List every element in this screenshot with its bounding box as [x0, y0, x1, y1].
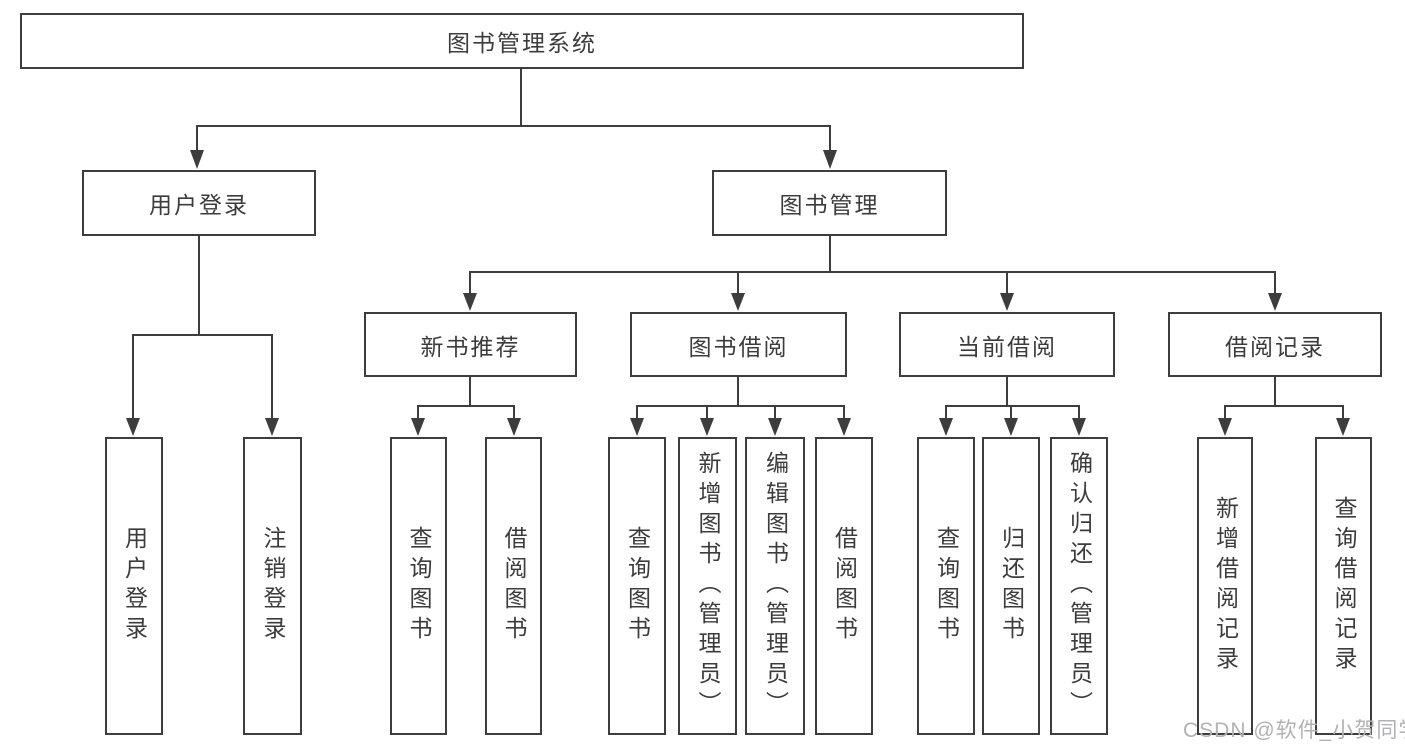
node-book-mgmt: 图书管理	[712, 170, 947, 236]
edge-new-book-rec-split	[417, 405, 515, 420]
node-root-label: 图书管理系统	[447, 30, 597, 56]
arrowhead-icon	[190, 150, 204, 169]
node-br-add-record-label: 新增借阅记录	[1212, 496, 1239, 676]
node-logout-label: 注销登录	[260, 526, 286, 646]
node-bb-query-book: 查询图书	[608, 437, 666, 735]
edge-root-split	[196, 68, 831, 150]
node-bb-edit-book: 编辑图书（管理员）	[745, 437, 805, 735]
node-br-query-record-label: 查询借阅记录	[1331, 496, 1357, 676]
node-br-add-record: 新增借阅记录	[1197, 437, 1253, 735]
node-nbr-borrow-book-label: 借阅图书	[501, 526, 527, 646]
arrowhead-icon	[837, 418, 851, 436]
node-cb-return-book-label: 归还图书	[998, 526, 1025, 646]
node-nbr-query-book: 查询图书	[390, 437, 447, 735]
node-cb-query-book: 查询图书	[917, 437, 975, 735]
node-user-login-detail: 用户登录	[105, 437, 163, 735]
node-bb-query-book-label: 查询图书	[624, 526, 651, 646]
arrowhead-icon	[768, 418, 782, 436]
node-current-borrow: 当前借阅	[899, 312, 1115, 377]
node-new-book-rec: 新书推荐	[364, 312, 577, 377]
node-cb-query-book-label: 查询图书	[933, 526, 960, 646]
node-book-borrow: 图书借阅	[630, 312, 847, 377]
node-cb-confirm-return-label: 确认归还（管理员）	[1066, 451, 1093, 721]
node-bb-add-book: 新增图书（管理员）	[678, 437, 737, 735]
node-current-borrow-label: 当前借阅	[957, 333, 1057, 360]
arrowhead-icon	[507, 418, 521, 436]
arrowhead-icon	[700, 418, 714, 436]
edge-borrow-record-split	[1224, 405, 1344, 420]
node-user-login: 用户登录	[82, 170, 316, 236]
arrowhead-icon	[1218, 418, 1232, 436]
node-bb-add-book-label: 新增图书（管理员）	[695, 451, 721, 721]
arrowhead-icon	[463, 293, 477, 311]
arrowhead-icon	[630, 418, 644, 436]
edge-book-mgmt-split	[469, 236, 1276, 294]
arrowhead-icon	[265, 418, 279, 436]
node-cb-return-book: 归还图书	[982, 437, 1040, 735]
node-nbr-borrow-book: 借阅图书	[485, 437, 542, 735]
arrowhead-icon	[1004, 418, 1018, 436]
arrowhead-icon	[731, 293, 745, 311]
arrowhead-icon	[1336, 418, 1350, 436]
arrowhead-icon	[1072, 418, 1086, 436]
node-br-query-record: 查询借阅记录	[1315, 437, 1372, 735]
node-borrow-record: 借阅记录	[1168, 312, 1382, 377]
node-nbr-query-book-label: 查询图书	[406, 526, 432, 646]
arrowhead-icon	[1268, 293, 1282, 311]
arrowhead-icon	[823, 150, 837, 169]
node-logout: 注销登录	[243, 437, 302, 735]
node-book-borrow-label: 图书借阅	[688, 333, 789, 360]
node-cb-confirm-return: 确认归还（管理员）	[1050, 437, 1108, 735]
node-user-login-label: 用户登录	[149, 192, 249, 218]
node-bb-edit-book-label: 编辑图书（管理员）	[762, 451, 789, 721]
node-new-book-rec-label: 新书推荐	[420, 333, 521, 360]
arrowhead-icon	[1000, 293, 1014, 311]
watermark: CSDN @软件_小贺同学	[1183, 719, 1405, 742]
arrowhead-icon	[939, 418, 953, 436]
edge-book-borrow-split	[636, 405, 845, 420]
node-user-login-detail-label: 用户登录	[121, 526, 148, 646]
edge-current-borrow-split	[945, 405, 1080, 420]
node-root: 图书管理系统	[20, 13, 1024, 69]
node-borrow-record-label: 借阅记录	[1225, 333, 1325, 360]
node-book-mgmt-label: 图书管理	[779, 192, 880, 218]
node-bb-borrow-book-label: 借阅图书	[831, 526, 858, 646]
arrowhead-icon	[126, 418, 140, 436]
arrowhead-icon	[411, 418, 425, 436]
edge-level3-stubs	[469, 377, 1276, 406]
node-bb-borrow-book: 借阅图书	[815, 437, 873, 735]
edge-user-login-split	[132, 236, 273, 419]
